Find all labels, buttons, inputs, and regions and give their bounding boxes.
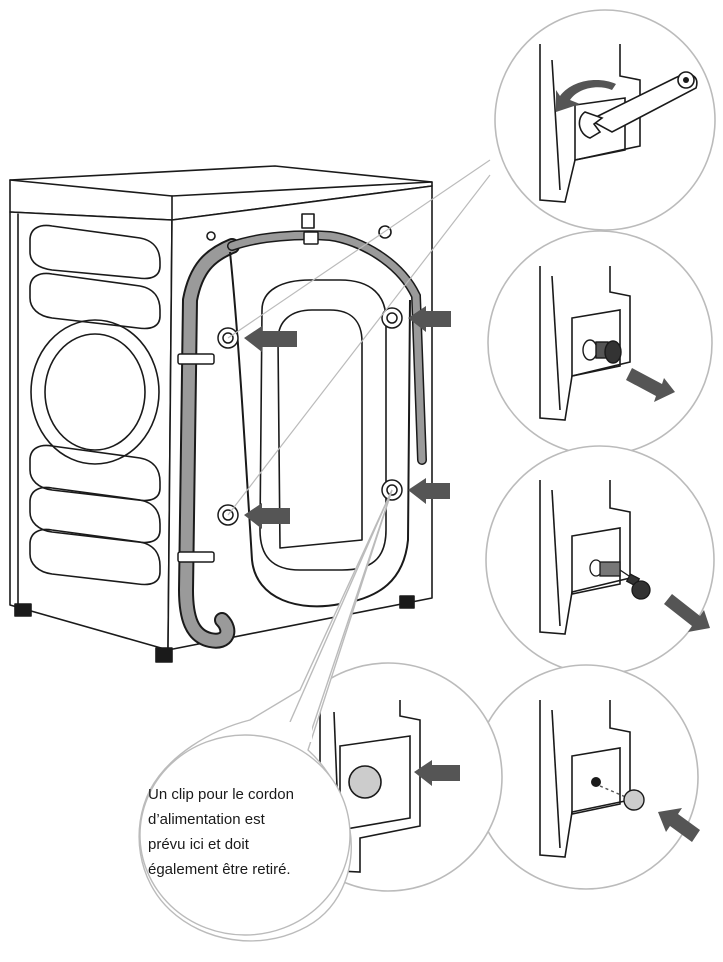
spacer-icon xyxy=(589,559,651,600)
washing-machine-illustration xyxy=(9,165,433,663)
pull-arrow-icon xyxy=(626,368,675,402)
push-arrow-icon xyxy=(244,326,297,352)
plug-cap-icon xyxy=(623,789,645,811)
push-arrow-icon xyxy=(408,306,451,332)
cord-clips xyxy=(177,231,319,563)
step-remove-bolt xyxy=(487,230,713,456)
callout-line: également être retiré. xyxy=(148,861,291,878)
wrench-icon xyxy=(578,71,698,139)
plug-cap-icon xyxy=(348,765,382,799)
rotate-arrow-icon xyxy=(556,80,616,112)
push-arrow-icon xyxy=(658,808,700,842)
drain-hose xyxy=(177,230,427,649)
step-remove-spacer xyxy=(485,445,715,675)
transport-bolts xyxy=(217,307,403,526)
push-arrow-icon xyxy=(408,478,450,504)
bolt-arrows xyxy=(244,306,451,529)
push-arrow-icon xyxy=(244,503,290,529)
callout-line: Un clip pour le cordon xyxy=(148,786,294,803)
step-insert-cap xyxy=(473,664,700,890)
bolt-icon xyxy=(381,307,403,329)
leader-lines xyxy=(227,159,491,516)
callout-bubble xyxy=(138,489,393,942)
push-arrow-icon xyxy=(414,760,460,786)
callout-line: d’alimentation est xyxy=(148,811,265,828)
callout-line: prévu ici et doit xyxy=(148,836,249,853)
bolt-icon xyxy=(582,339,622,364)
step-loosen-bolt xyxy=(494,9,716,231)
pull-arrow-icon xyxy=(664,594,710,632)
callout-text: Un clip pour le cordon d’alimentation es… xyxy=(148,782,298,882)
